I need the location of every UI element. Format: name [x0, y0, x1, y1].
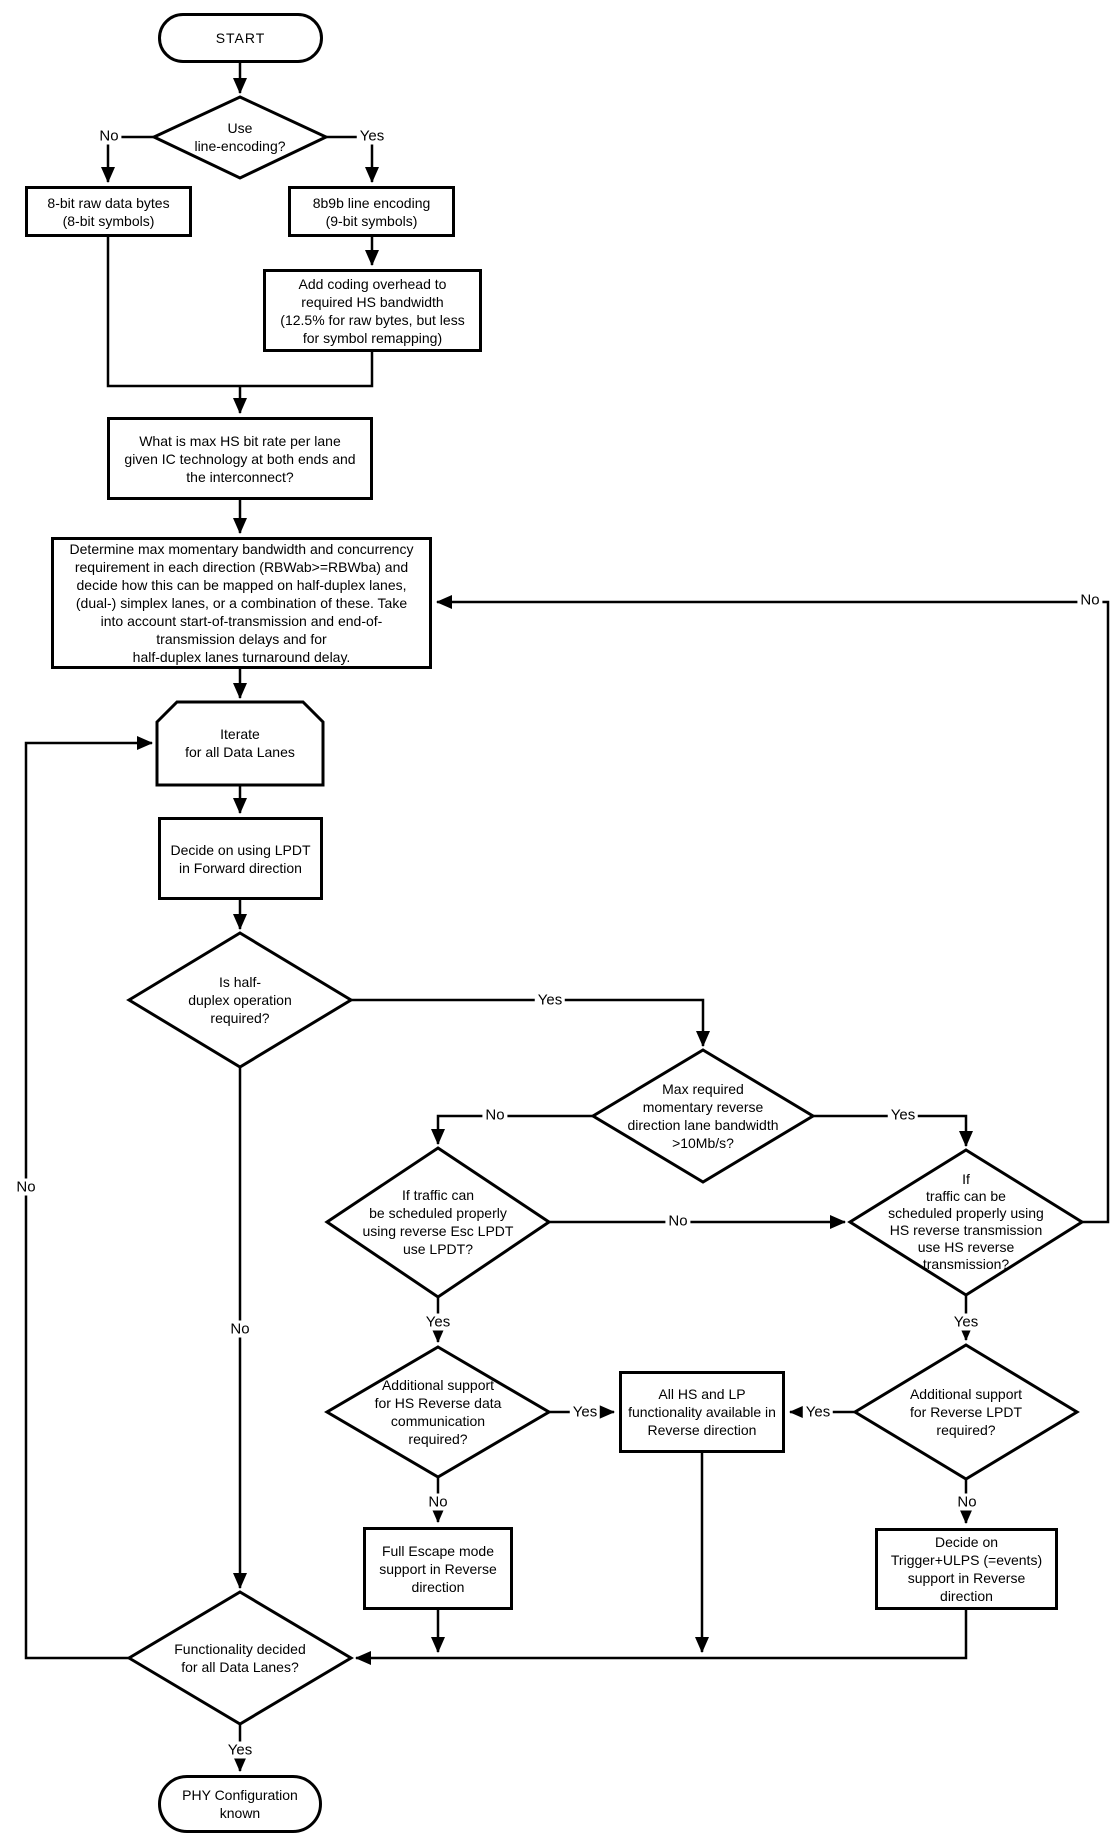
decision-hs-reverse-label: If traffic can be scheduled properly usi…: [888, 1171, 1044, 1272]
decision-add-reverse-lpdt-label: Additional support for Reverse LPDT requ…: [909, 1386, 1023, 1438]
label-func-no: No: [13, 1178, 39, 1196]
node-coding-overhead-label: Add coding overhead to required HS bandw…: [280, 275, 465, 346]
end-node-phy: PHY Configuration known: [158, 1775, 322, 1833]
node-determine-bandwidth: Determine max momentary bandwidth and co…: [51, 537, 432, 669]
node-trigger-ulps-label: Decide on Trigger+ULPS (=events) support…: [890, 1534, 1043, 1604]
label-addhs-no: No: [425, 1493, 451, 1511]
label-addhs-yes: Yes: [569, 1403, 601, 1421]
decision-max-reverse-bw-label: Max required momentary reverse direction…: [627, 1081, 779, 1151]
label-hd-no: No: [227, 1320, 253, 1338]
node-trigger-ulps: Decide on Trigger+ULPS (=events) support…: [875, 1528, 1058, 1610]
node-all-hs-lp-label: All HS and LP functionality available in…: [628, 1386, 776, 1438]
decision-max-reverse-bw-shape: [590, 1048, 816, 1184]
label-use-no: No: [96, 127, 122, 145]
node-8b9b-label: 8b9b line encoding (9-bit symbols): [312, 194, 431, 229]
iterate-shape: [155, 700, 325, 787]
label-hd-yes: Yes: [534, 991, 566, 1009]
edge-hsrev-no-return: [436, 595, 1110, 1224]
edge-maxreq-no: [431, 1114, 593, 1145]
node-full-escape-label: Full Escape mode support in Reverse dire…: [379, 1542, 497, 1595]
decision-esc-lpdt-shape: [324, 1146, 552, 1299]
start-node: START: [158, 13, 323, 63]
decision-half-duplex-label: Is half- duplex operation required?: [188, 974, 292, 1026]
decision-add-hs-reverse-label: Additional support for HS Reverse data c…: [374, 1377, 502, 1447]
decision-func-decided-label: Functionality decided for all Data Lanes…: [174, 1641, 306, 1675]
label-addlpdt-no: No: [954, 1493, 980, 1511]
node-8b9b: 8b9b line encoding (9-bit symbols): [288, 186, 455, 237]
node-coding-overhead: Add coding overhead to required HS bandw…: [263, 269, 482, 352]
decision-add-hs-reverse-shape: [324, 1345, 552, 1479]
node-all-hs-lp: All HS and LP functionality available in…: [619, 1371, 785, 1453]
start-label: START: [215, 30, 266, 46]
decision-half-duplex-shape: [126, 931, 354, 1069]
node-decide-lpdt: Decide on using LPDT in Forward directio…: [158, 817, 323, 900]
label-addlpdt-yes: Yes: [802, 1403, 834, 1421]
node-determine-bandwidth-label: Determine max momentary bandwidth and co…: [69, 541, 414, 665]
edge-maxreq-yes: [813, 1114, 973, 1147]
decision-use-line-encoding-shape: [150, 95, 330, 180]
node-max-bit-rate: What is max HS bit rate per lane given I…: [107, 417, 373, 500]
node-8bit-raw-label: 8-bit raw data bytes (8-bit symbols): [47, 194, 170, 229]
label-esc-yes: Yes: [422, 1313, 454, 1331]
edge-func-no-loop: [24, 736, 153, 1660]
label-use-yes: Yes: [356, 127, 388, 145]
edge-bottom-merge: [355, 1610, 968, 1665]
label-maxreq-no: No: [482, 1106, 508, 1124]
decision-hs-reverse-shape: [847, 1148, 1085, 1297]
iterate-label: Iterate for all Data Lanes: [185, 726, 295, 760]
node-decide-lpdt-label: Decide on using LPDT in Forward directio…: [170, 841, 311, 876]
decision-func-decided-shape: [126, 1590, 354, 1726]
label-hsrev-yes: Yes: [950, 1313, 982, 1331]
decision-esc-lpdt-label: If traffic can be scheduled properly usi…: [362, 1187, 514, 1257]
node-max-bit-rate-label: What is max HS bit rate per lane given I…: [124, 432, 356, 485]
label-maxreq-yes: Yes: [887, 1106, 919, 1124]
label-func-yes: Yes: [224, 1741, 256, 1759]
end-node-phy-label: PHY Configuration known: [182, 1787, 298, 1821]
node-full-escape: Full Escape mode support in Reverse dire…: [363, 1527, 513, 1610]
label-hsrev-no: No: [1077, 591, 1103, 609]
decision-use-line-encoding-label: Use line-encoding?: [194, 120, 286, 154]
label-esc-no: No: [665, 1212, 691, 1230]
edge-halfduplex-yes: [351, 998, 710, 1047]
decision-add-reverse-lpdt-shape: [852, 1343, 1080, 1481]
node-8bit-raw: 8-bit raw data bytes (8-bit symbols): [25, 186, 192, 237]
